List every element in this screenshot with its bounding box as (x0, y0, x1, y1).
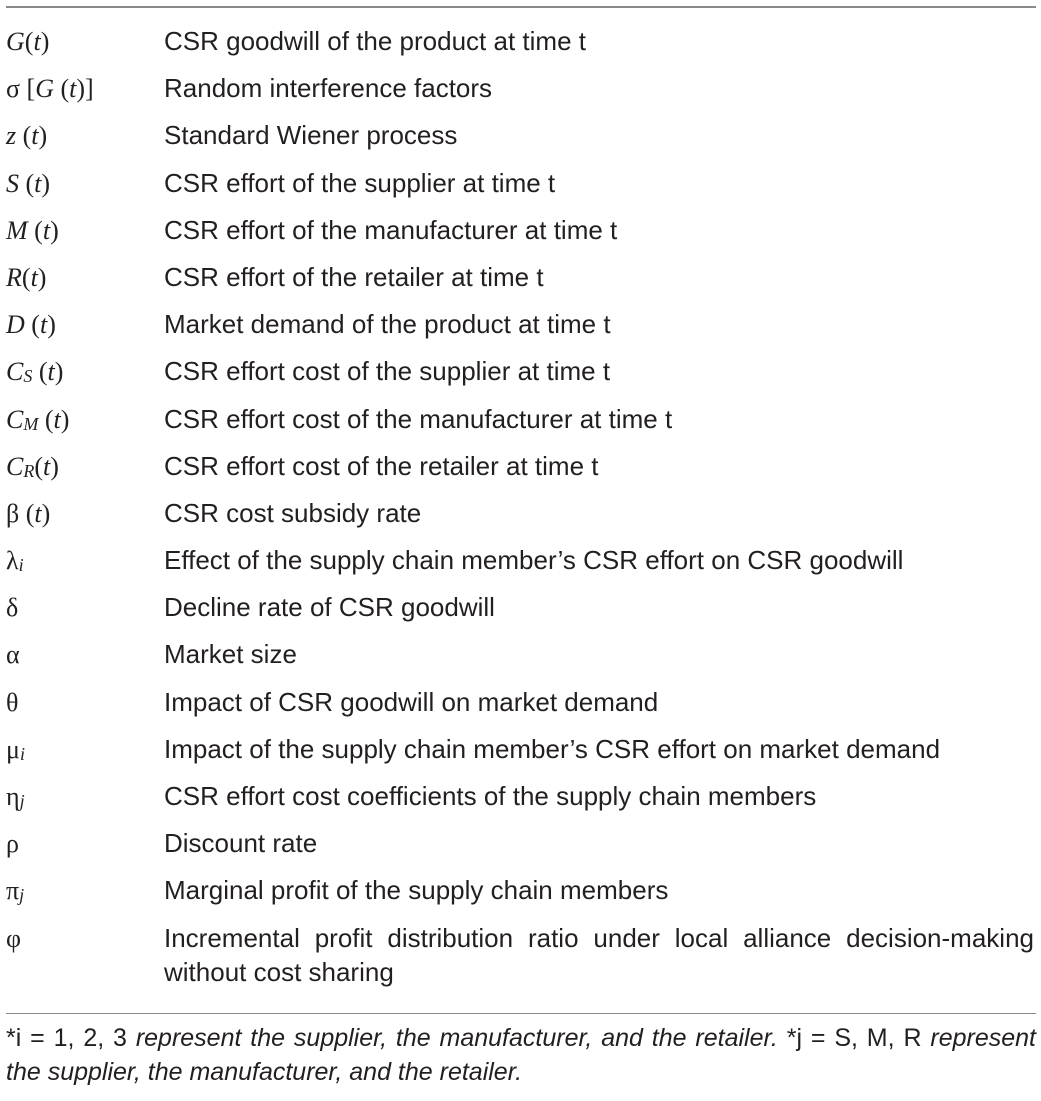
description-cell: CSR cost subsidy rate (164, 497, 422, 528)
symbol-cell: R(t) (6, 262, 47, 292)
symbol-cell: λi (6, 546, 24, 576)
footnote-index-j: *j = S, M, R (786, 1024, 922, 1052)
symbol-cell: z (t) (6, 121, 48, 151)
description-cell: Marginal profit of the supply chain memb… (164, 875, 669, 906)
description-cell: CSR effort cost of the supplier at time … (164, 356, 611, 387)
description-cell: Market demand of the product at time t (164, 309, 611, 340)
description-cell: CSR effort of the supplier at time t (164, 167, 556, 198)
table-row: ρ Discount rate (0, 820, 1041, 867)
description-cell: CSR effort cost of the retailer at time … (164, 450, 599, 481)
table-row: σ [G (t)] Random interference factors (0, 65, 1041, 112)
symbol-cell: G(t) (6, 27, 50, 56)
symbol-cell: ρ (6, 829, 19, 859)
symbol-cell: M (t) (6, 215, 59, 245)
table-row: S (t) CSR effort of the supplier at time… (0, 160, 1041, 207)
footnote-text-j: represent the supplier, the manufacturer… (6, 1024, 1036, 1086)
table-row: z (t) Standard Wiener process (0, 112, 1041, 159)
table-row: πj Marginal profit of the supply chain m… (0, 867, 1041, 914)
table-row: β (t) CSR cost subsidy rate (0, 490, 1041, 537)
symbol-cell: CS (t) (6, 357, 64, 387)
symbol-cell: θ (6, 687, 19, 717)
table-row: α Market size (0, 631, 1041, 678)
table-top-rule (6, 6, 1036, 8)
symbol-cell: φ (6, 923, 22, 953)
table-row: δ Decline rate of CSR goodwill (0, 584, 1041, 631)
description-cell: Incremental profit distribution ratio un… (164, 922, 1034, 987)
table-row: φ Incremental profit distribution ratio … (0, 915, 1041, 995)
table-row: M (t) CSR effort of the manufacturer at … (0, 207, 1041, 254)
description-cell: Standard Wiener process (164, 120, 458, 151)
symbol-cell: δ (6, 593, 19, 623)
symbol-cell: μi (6, 734, 25, 764)
table-row: λi Effect of the supply chain member’s C… (0, 537, 1041, 584)
symbol-cell: CR(t) (6, 451, 59, 481)
footnote-index-i: *i = 1, 2, 3 (6, 1024, 127, 1052)
symbol-cell: S (t) (6, 168, 51, 198)
description-cell: Effect of the supply chain member’s CSR … (164, 545, 904, 576)
description-cell: CSR effort cost coefficients of the supp… (164, 781, 817, 811)
table-footnote: *i = 1, 2, 3 represent the supplier, the… (6, 1021, 1036, 1089)
symbol-cell: σ [G (t)] (6, 74, 94, 104)
symbol-cell: β (t) (6, 498, 51, 528)
footnote-text-i: represent the supplier, the manufacturer… (126, 1024, 787, 1052)
table-row: G(t) CSR goodwill of the product at time… (0, 18, 1041, 65)
description-cell: Decline rate of CSR goodwill (164, 592, 495, 623)
symbol-cell: πj (6, 876, 25, 906)
description-cell: CSR goodwill of the product at time t (164, 26, 586, 56)
description-cell: CSR effort cost of the manufacturer at t… (164, 403, 673, 434)
symbol-cell: α (6, 640, 20, 670)
description-cell: Impact of CSR goodwill on market demand (164, 686, 659, 717)
notation-table: G(t) CSR goodwill of the product at time… (0, 18, 1041, 995)
symbol-cell: CM (t) (6, 404, 70, 434)
description-cell: CSR effort of the retailer at time t (164, 261, 544, 292)
table-row: ηj CSR effort cost coefficients of the s… (0, 773, 1041, 820)
table-bottom-rule (6, 1013, 1036, 1014)
table-row: D (t) Market demand of the product at ti… (0, 301, 1041, 348)
description-cell: Discount rate (164, 828, 318, 859)
table-row: CS (t) CSR effort cost of the supplier a… (0, 348, 1041, 395)
description-cell: Market size (164, 639, 297, 670)
symbol-cell: D (t) (6, 310, 56, 340)
symbol-cell: ηj (6, 782, 25, 811)
table-row: R(t) CSR effort of the retailer at time … (0, 254, 1041, 301)
table-row: μi Impact of the supply chain member’s C… (0, 726, 1041, 773)
description-cell: Impact of the supply chain member’s CSR … (164, 733, 941, 764)
table-row: CR(t) CSR effort cost of the retailer at… (0, 443, 1041, 490)
table-row: CM (t) CSR effort cost of the manufactur… (0, 396, 1041, 443)
table-row: θ Impact of CSR goodwill on market deman… (0, 679, 1041, 726)
description-cell: CSR effort of the manufacturer at time t (164, 214, 618, 245)
description-cell: Random interference factors (164, 73, 493, 104)
